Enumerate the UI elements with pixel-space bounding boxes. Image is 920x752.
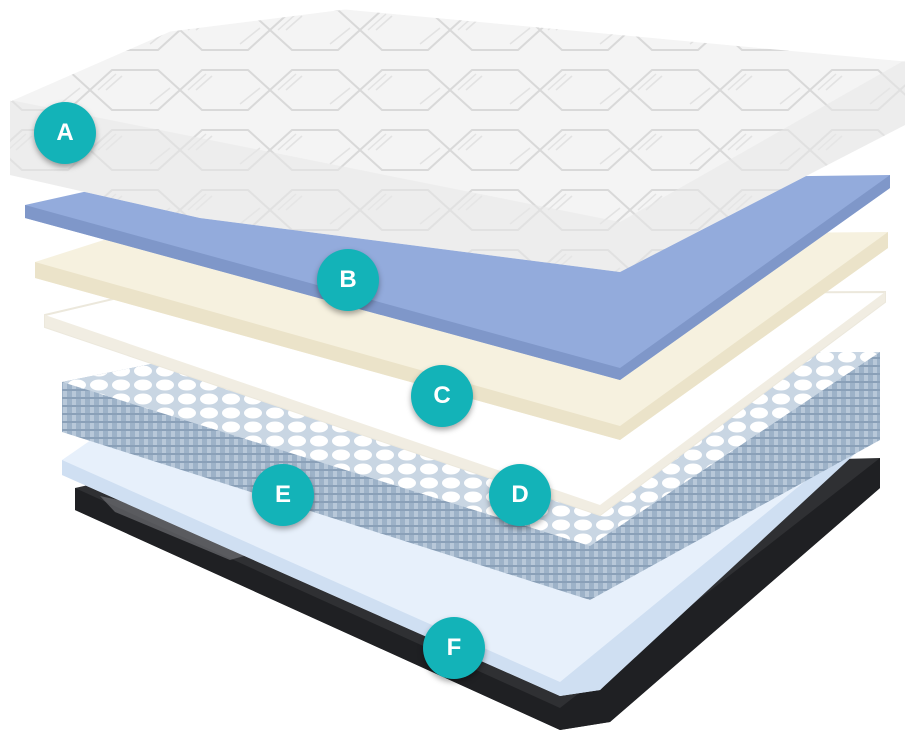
layer-a-badge[interactable]: A: [34, 102, 96, 164]
layer-c-badge[interactable]: C: [411, 365, 473, 427]
quilted-cover-layer: [9, 6, 906, 272]
layer-b-badge[interactable]: B: [317, 249, 379, 311]
layer-e-badge[interactable]: E: [252, 464, 314, 526]
layer-f-badge[interactable]: F: [423, 617, 485, 679]
layer-d-badge[interactable]: D: [489, 464, 551, 526]
